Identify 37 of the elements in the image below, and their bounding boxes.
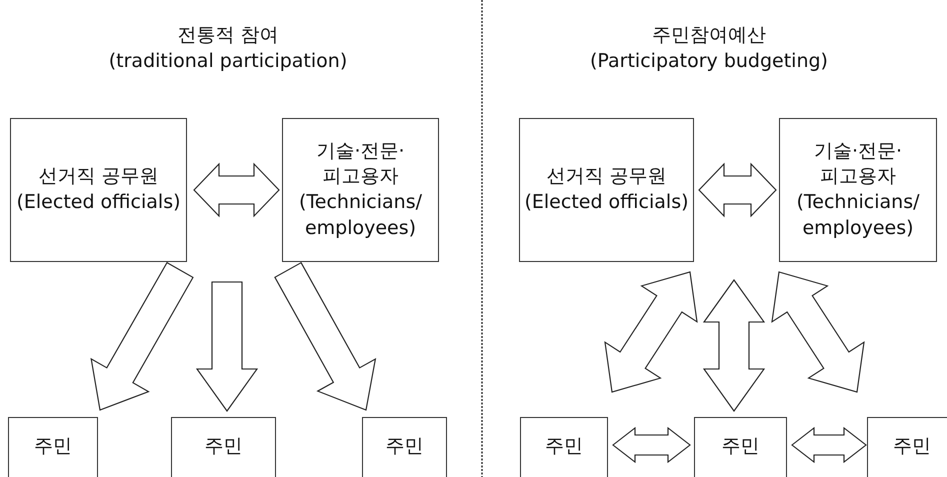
node-text: 주민 [204,434,242,459]
node-text: (Elected officials) [524,190,689,215]
process-box [282,118,439,262]
process-box [10,118,187,262]
process-box [520,417,608,477]
block-arrow [604,271,698,393]
block-arrow [698,162,777,218]
node-text: 주민 [893,434,931,459]
node-text: 선거직 공무원 [546,164,667,190]
process-box [694,417,787,477]
node-text: 기술·전문·피고용자 [812,138,904,190]
process-box [171,417,276,477]
block-arrow [193,162,280,218]
node-text: 주민 [386,434,424,459]
process-box [362,417,447,477]
block-arrow [196,281,258,412]
node-text: 주민 [545,434,583,459]
section-title: 전통적 참여 [177,23,279,48]
block-arrow [771,271,865,393]
node-text: (Elected officials) [16,190,181,215]
node-text: 선거직 공무원 [38,164,159,190]
process-box [519,118,694,262]
block-arrow [274,262,376,411]
process-box [8,417,98,477]
block-arrow [612,426,691,464]
node-text: (Technicians/ employees) [298,190,423,241]
subtitle: (Participatory budgeting) [590,50,828,72]
node-text: 주민 [34,434,72,459]
section-title: 주민참여예산 [652,23,766,48]
subtitle: (traditional participation) [108,50,348,72]
node-text: (Technicians/ employees) [796,190,920,241]
node-text: 주민 [722,434,760,459]
block-arrow [791,426,867,464]
process-box [779,118,937,262]
block-arrow [90,262,194,411]
node-text: 기술·전문·피고용자 [315,138,406,190]
block-arrow [702,279,766,412]
